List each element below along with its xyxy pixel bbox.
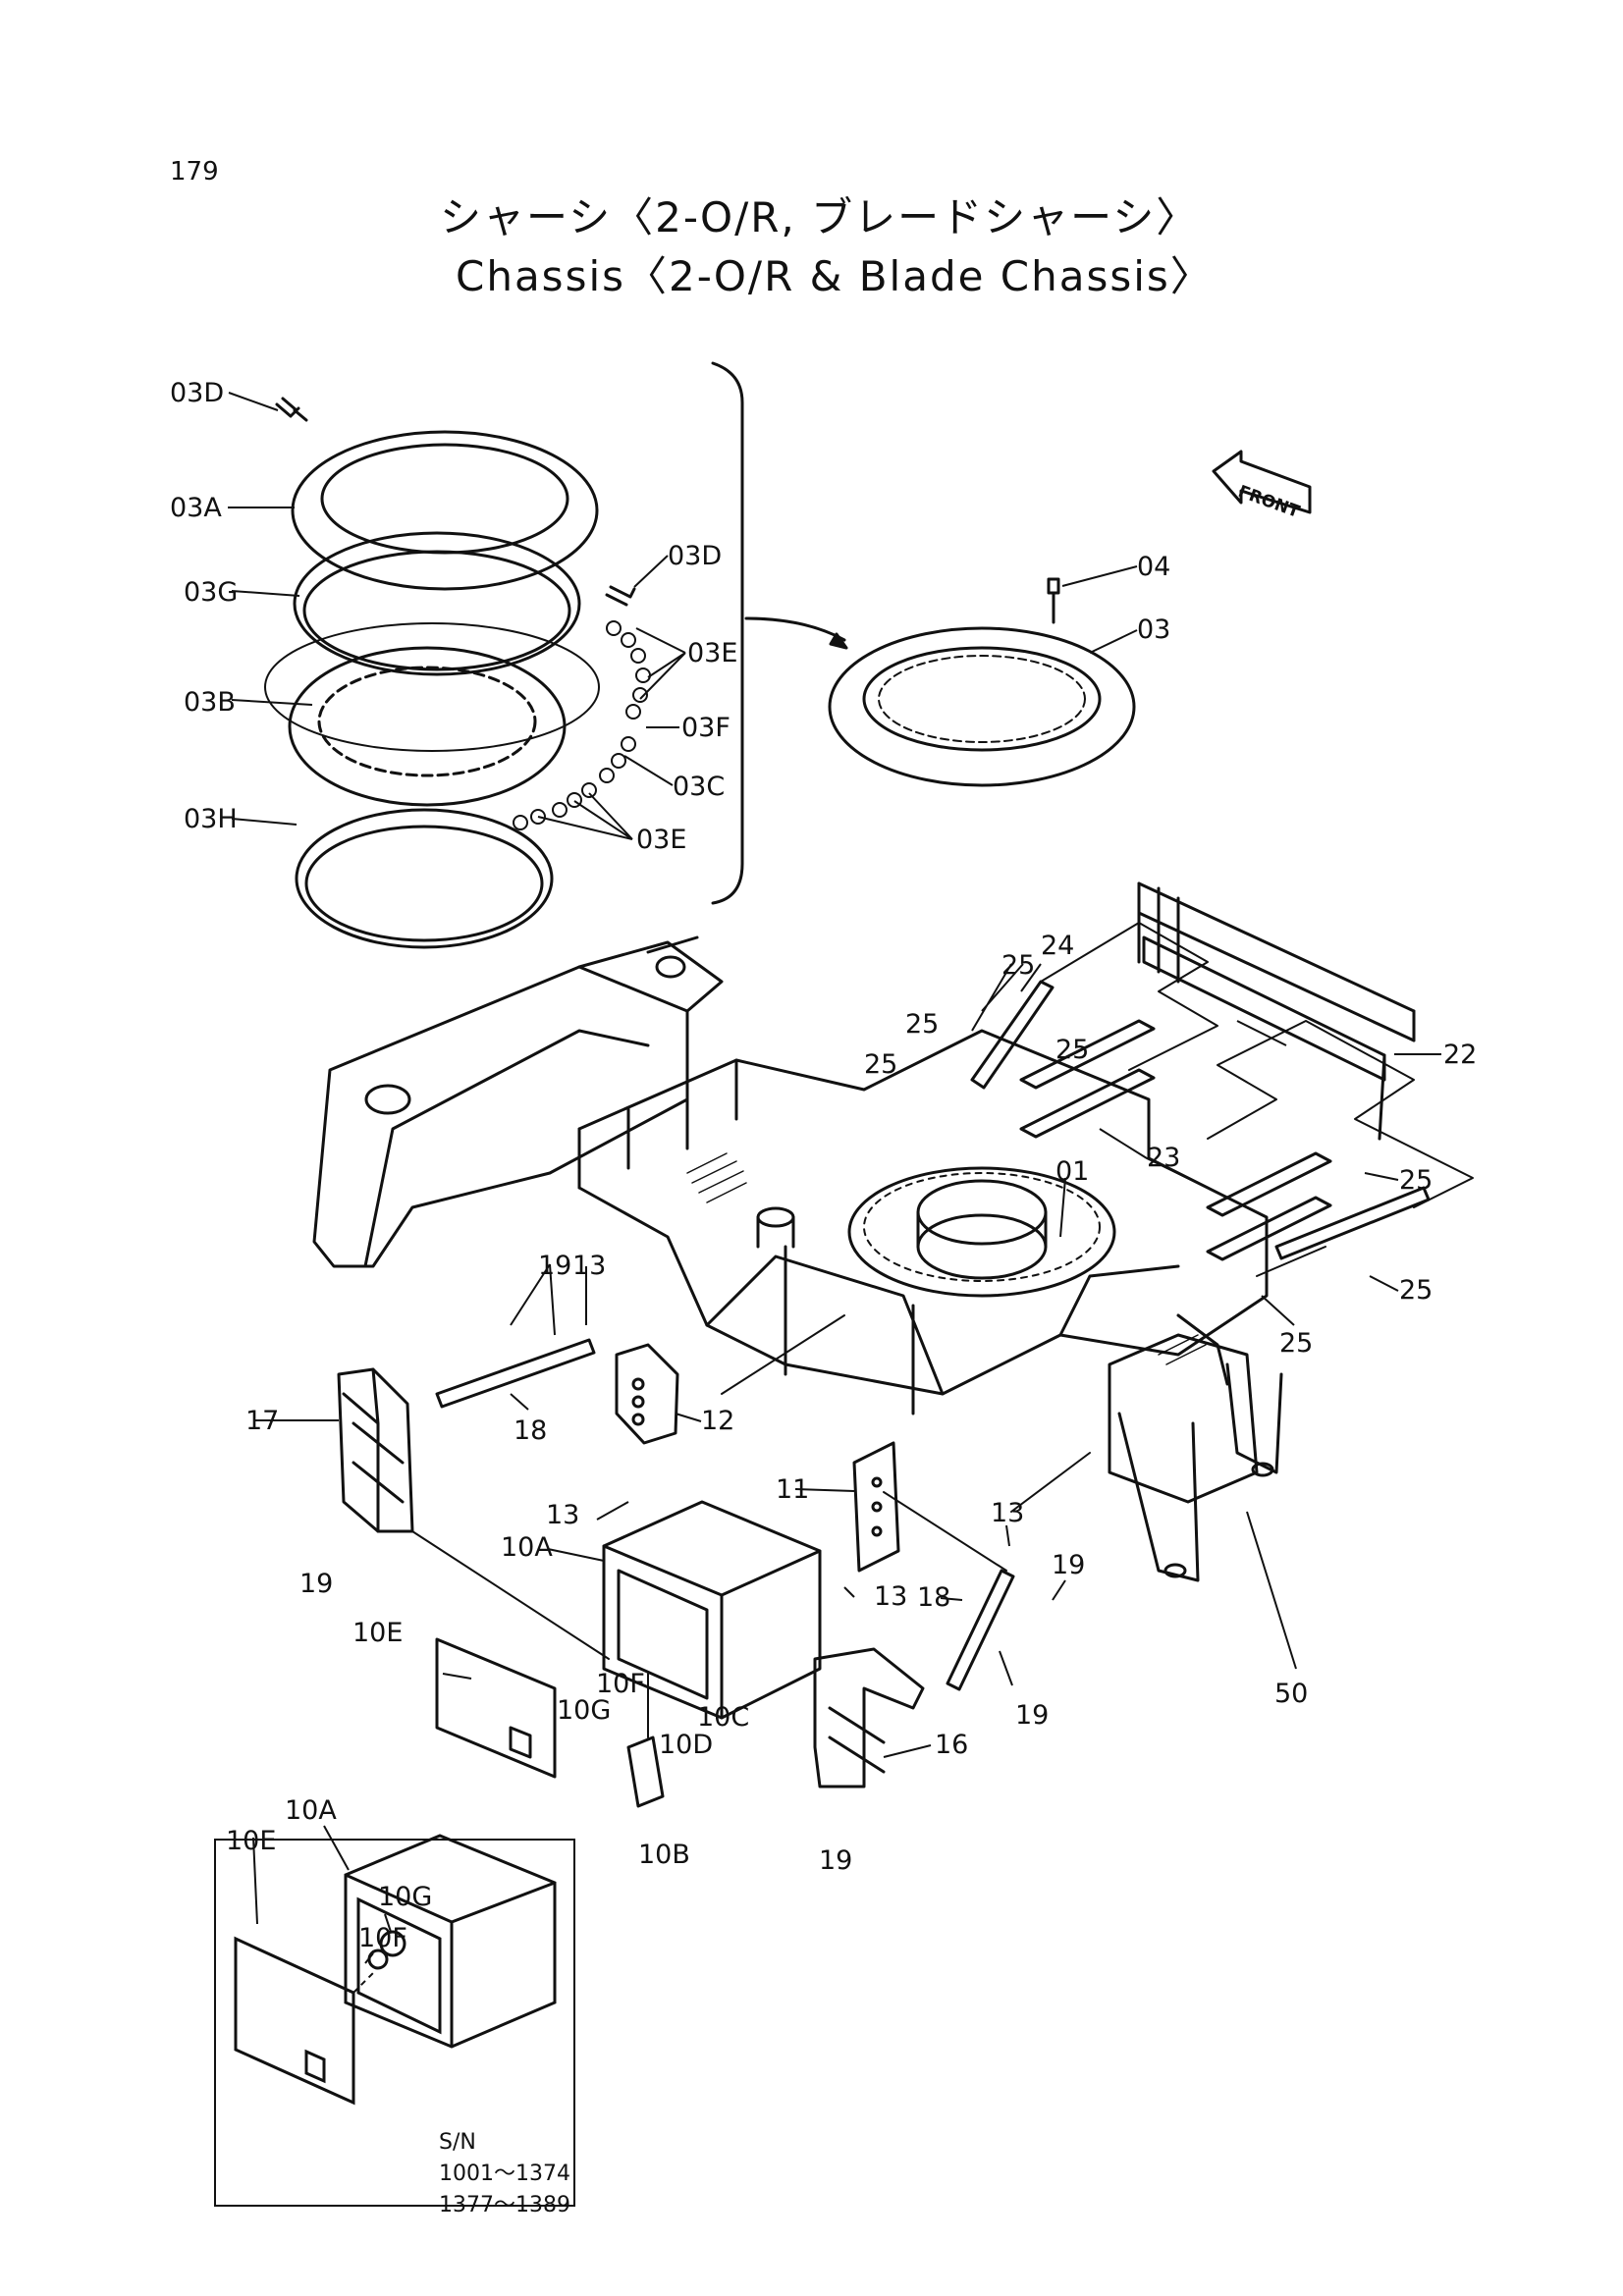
inset-label-10E: 10E bbox=[226, 1826, 276, 1856]
bracket-17 bbox=[337, 1367, 414, 1533]
bearing-seal-03H bbox=[295, 808, 554, 949]
label-19-a: 19 bbox=[538, 1251, 571, 1281]
clamp-10B bbox=[626, 1735, 665, 1808]
front-arrow bbox=[1212, 450, 1312, 514]
title-english: Chassis〈2-O/R & Blade Chassis〉 bbox=[456, 252, 1214, 300]
explode-lines-left bbox=[411, 1314, 1091, 1738]
cover-10E bbox=[435, 1637, 557, 1779]
inset-label-10G: 10G bbox=[378, 1882, 432, 1912]
label-12: 12 bbox=[701, 1406, 734, 1436]
label-25-b: 25 bbox=[905, 1009, 939, 1040]
inset-leaders bbox=[252, 1825, 392, 1964]
label-03F: 03F bbox=[681, 713, 730, 743]
label-50: 50 bbox=[1274, 1679, 1308, 1709]
label-03D-upper: 03D bbox=[170, 378, 224, 408]
inset-label-10F: 10F bbox=[358, 1923, 407, 1953]
bearing-balls-03E bbox=[513, 620, 651, 830]
label-01: 01 bbox=[1055, 1156, 1089, 1187]
serial-number-range-1: 1001～1374 bbox=[439, 2162, 570, 2186]
inset-drawing bbox=[234, 1834, 557, 2106]
assembly-arrow-head bbox=[829, 632, 848, 650]
bracket-16 bbox=[813, 1647, 925, 1789]
label-13-d: 13 bbox=[874, 1581, 907, 1612]
rod-24 bbox=[970, 980, 1055, 1090]
label-03: 03 bbox=[1137, 614, 1170, 645]
label-04: 04 bbox=[1137, 552, 1170, 582]
plate-12 bbox=[615, 1343, 679, 1445]
label-10E: 10E bbox=[352, 1618, 403, 1648]
label-03D-lower: 03D bbox=[668, 541, 722, 571]
label-03E-upper: 03E bbox=[687, 638, 737, 668]
label-19-b: 19 bbox=[299, 1569, 333, 1599]
page-number: 179 bbox=[170, 157, 219, 187]
label-03A: 03A bbox=[170, 493, 222, 523]
exploded-bracket bbox=[711, 361, 744, 905]
serial-number-note: S/N 1001～1374 1377～1389 bbox=[439, 2127, 570, 2221]
label-16: 16 bbox=[935, 1730, 968, 1760]
assembly-arrow bbox=[744, 616, 846, 642]
serial-number-range-2: 1377～1389 bbox=[439, 2193, 570, 2217]
rod-right bbox=[1274, 1186, 1431, 1260]
label-10F: 10F bbox=[596, 1669, 645, 1699]
front-label: FRONT bbox=[1235, 482, 1302, 522]
label-22: 22 bbox=[1443, 1040, 1477, 1070]
inset-labels: 10A 10E 10G 10F bbox=[226, 1795, 432, 1953]
chassis-frame bbox=[312, 935, 1283, 1582]
title-japanese: シャーシ〈2-O/R, ブレードシャーシ〉 bbox=[440, 193, 1200, 241]
label-03E-lower: 03E bbox=[636, 825, 686, 855]
rod-18-right bbox=[946, 1569, 1015, 1691]
bearing-inner-ring-03B bbox=[264, 622, 600, 807]
explode-lines bbox=[1040, 922, 1474, 1277]
label-19-c: 19 bbox=[1052, 1550, 1085, 1580]
label-25-d: 25 bbox=[864, 1049, 897, 1080]
bolt-03D-lower bbox=[605, 585, 636, 607]
label-23: 23 bbox=[1147, 1143, 1180, 1173]
bearing-assembled-03 bbox=[828, 626, 1136, 787]
label-19-d: 19 bbox=[1015, 1700, 1049, 1731]
label-10C: 10C bbox=[697, 1702, 749, 1733]
label-03G: 03G bbox=[184, 577, 238, 608]
label-17: 17 bbox=[245, 1406, 279, 1436]
label-25-a: 25 bbox=[1001, 950, 1035, 981]
bolt-03D-upper bbox=[275, 397, 308, 422]
inset-frame bbox=[214, 1839, 575, 2207]
bearing-outer-ring-03A bbox=[291, 430, 599, 591]
label-10G: 10G bbox=[557, 1695, 611, 1726]
plates-23 bbox=[1019, 1019, 1332, 1261]
label-03B: 03B bbox=[184, 687, 236, 718]
label-13-a: 13 bbox=[572, 1251, 606, 1281]
label-13-c: 13 bbox=[991, 1498, 1024, 1528]
rod-18-left bbox=[435, 1338, 596, 1409]
leader-lines bbox=[228, 392, 1441, 1758]
part-labels: 03D 03A 03G 03B 03H 03D 03E 03F 03C 03E … bbox=[170, 378, 1477, 1876]
label-25-g: 25 bbox=[1279, 1328, 1313, 1359]
label-25-e: 25 bbox=[1399, 1165, 1433, 1196]
label-13-b: 13 bbox=[546, 1500, 579, 1530]
label-10D: 10D bbox=[659, 1730, 713, 1760]
inset-label-10A: 10A bbox=[285, 1795, 337, 1826]
label-18-b: 18 bbox=[917, 1582, 950, 1613]
label-10A: 10A bbox=[501, 1532, 553, 1563]
label-25-c: 25 bbox=[1055, 1035, 1089, 1065]
label-25-f: 25 bbox=[1399, 1275, 1433, 1306]
label-18-a: 18 bbox=[514, 1415, 547, 1446]
grease-fitting-04 bbox=[1047, 577, 1060, 624]
bearing-seal-03G bbox=[293, 531, 581, 676]
serial-number-label: S/N bbox=[439, 2130, 476, 2155]
label-03C: 03C bbox=[673, 772, 725, 802]
counterweight-frame-22 bbox=[1137, 881, 1416, 1141]
label-03H: 03H bbox=[184, 804, 238, 834]
plate-11 bbox=[852, 1441, 900, 1573]
battery-box-10A bbox=[602, 1500, 822, 1720]
label-19-e: 19 bbox=[819, 1845, 852, 1876]
label-11: 11 bbox=[776, 1474, 809, 1505]
label-10B: 10B bbox=[638, 1840, 690, 1870]
label-24: 24 bbox=[1041, 931, 1074, 961]
